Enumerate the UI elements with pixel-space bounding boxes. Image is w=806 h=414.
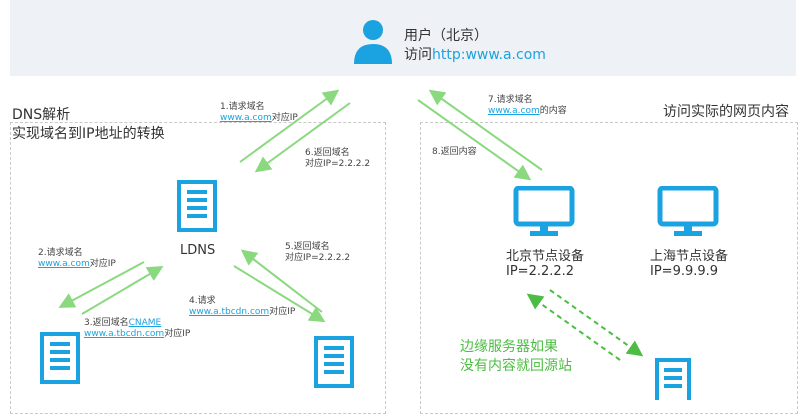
content-title: 访问实际的网页内容: [663, 104, 789, 120]
beijing-node-ip: IP=2.2.2.2: [506, 264, 575, 279]
gslb-server-icon: [314, 336, 354, 388]
arrow-6: [254, 102, 351, 173]
user-name: 用户（北京）: [404, 28, 488, 44]
step-3-cname[interactable]: CNAME: [128, 318, 162, 328]
dns-subtitle: 实现域名到IP地址的转换: [12, 126, 165, 142]
shanghai-monitor-icon: [657, 186, 719, 236]
arrow-3: [81, 265, 164, 315]
step-7-link[interactable]: www.a.com: [488, 106, 540, 116]
step-6-label: 6.返回域名 对应IP=2.2.2.2: [305, 148, 371, 169]
shanghai-node-ip: IP=9.9.9.9: [650, 264, 719, 279]
visit-prefix: 访问: [404, 47, 432, 63]
origin-arrow-down: [549, 289, 644, 357]
step-1-label: 1.请求域名 www.a.com对应IP: [220, 102, 298, 123]
origin-note-line1: 边缘服务器如果: [460, 339, 558, 355]
origin-server-icon: [655, 358, 691, 400]
ldns-server-icon: [177, 180, 217, 232]
step-8-label: 8.返回内容: [432, 147, 477, 157]
step-1-link[interactable]: www.a.com: [220, 113, 272, 123]
dns-title: DNS解析: [12, 107, 71, 123]
root-dns-server-icon: [40, 332, 80, 384]
diagram-arrows: [58, 89, 644, 361]
ldns-label: LDNS: [180, 243, 216, 258]
step-2-label: 2.请求域名 www.a.com对应IP: [38, 248, 116, 269]
shanghai-node-name: 上海节点设备: [650, 249, 729, 264]
header-banner: [10, 0, 796, 76]
user-icon: [354, 20, 392, 64]
step-7-label: 7.请求域名 www.a.com的内容: [488, 95, 567, 116]
arrow-1: [239, 89, 340, 163]
arrow-4: [233, 265, 326, 323]
beijing-node-name: 北京节点设备: [506, 249, 585, 264]
step-3-link[interactable]: www.a.tbcdn.com: [84, 329, 165, 339]
visit-url[interactable]: http:www.a.com: [432, 47, 546, 63]
arrow-5: [240, 249, 323, 313]
step-4-link[interactable]: www.a.tbcdn.com: [189, 307, 270, 317]
user-visit-text: 访问http:www.a.com: [404, 44, 546, 64]
arrow-2: [58, 261, 145, 308]
step-3-label: 3.返回域名CNAME www.a.tbcdn.com对应IP: [84, 318, 191, 339]
step-4-label: 4.请求 www.a.tbcdn.com对应IP: [189, 296, 296, 317]
step-2-link[interactable]: www.a.com: [38, 259, 90, 269]
origin-note-line2: 没有内容就回源站: [460, 358, 572, 374]
arrow-8: [428, 89, 543, 171]
step-5-label: 5.返回域名 对应IP=2.2.2.2: [285, 242, 351, 263]
origin-arrow-up: [526, 293, 621, 361]
arrow-7: [417, 99, 532, 181]
beijing-monitor-icon: [513, 186, 575, 236]
